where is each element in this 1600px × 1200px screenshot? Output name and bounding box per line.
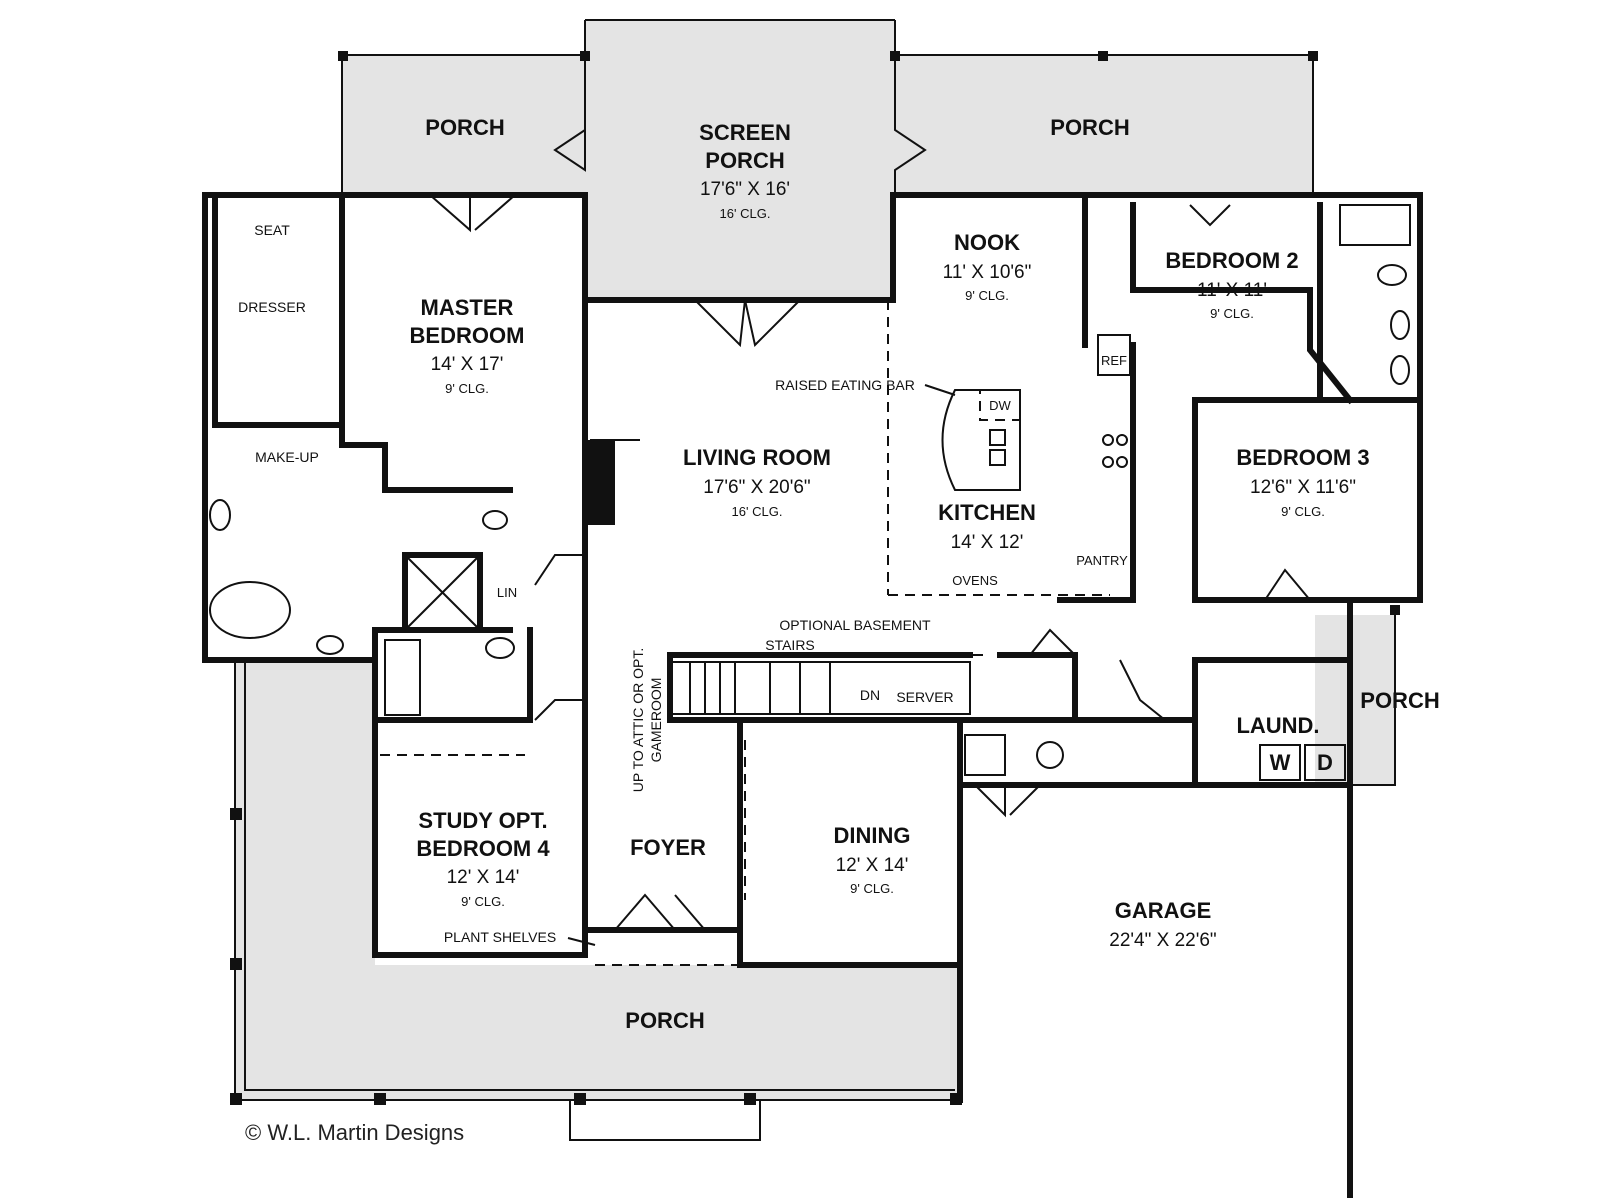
dining-label: DINING — [834, 823, 911, 848]
fixture-labels: SEAT DRESSER MAKE-UP LIN REF DW PANTRY O… — [238, 222, 1333, 775]
fixtures — [209, 204, 1411, 781]
walls — [202, 192, 1423, 1198]
porch-posts — [230, 51, 1400, 1105]
raised-eating-bar-note: RAISED EATING BAR — [775, 377, 915, 393]
porch-side-label: PORCH — [1360, 688, 1439, 713]
door-swings — [429, 194, 1311, 931]
porch-areas — [235, 20, 1395, 1100]
seat-label: SEAT — [254, 222, 290, 238]
annotation-notes: RAISED EATING BAR OPTIONAL BASEMENT STAI… — [444, 377, 956, 946]
study-size: 12' X 14' — [447, 867, 520, 888]
study-label-2: BEDROOM 4 — [416, 836, 550, 861]
make-up-label: MAKE-UP — [255, 449, 319, 465]
garage-size: 22'4" X 22'6" — [1109, 930, 1216, 951]
server-note: SERVER — [896, 689, 953, 705]
foyer-label: FOYER — [630, 835, 706, 860]
nook-ceiling: 9' CLG. — [965, 288, 1009, 303]
master-bedroom-label-2: BEDROOM — [410, 323, 525, 348]
screen-porch-label-2: PORCH — [705, 148, 784, 173]
kitchen-label: KITCHEN — [938, 500, 1036, 525]
bedroom-3-ceiling: 9' CLG. — [1281, 504, 1325, 519]
room-labels: PORCH PORCH SCREEN PORCH 17'6" X 16' 16'… — [410, 115, 1440, 1033]
bedroom-2-ceiling: 9' CLG. — [1210, 306, 1254, 321]
master-bedroom-label-1: MASTER — [421, 295, 514, 320]
designer-credit: © W.L. Martin Designs — [245, 1120, 464, 1145]
bedroom-3-size: 12'6" X 11'6" — [1250, 477, 1356, 498]
stairs — [669, 661, 971, 715]
bedroom-2-size: 11' X 11' — [1197, 280, 1267, 301]
dining-ceiling: 9' CLG. — [850, 881, 894, 896]
master-bedroom-size: 14' X 17' — [431, 354, 504, 375]
screen-porch-label-1: SCREEN — [699, 120, 791, 145]
porch-left-label: PORCH — [425, 115, 504, 140]
study-label-1: STUDY OPT. — [418, 808, 547, 833]
ref-label: REF — [1101, 353, 1127, 368]
pantry-label: PANTRY — [1076, 553, 1128, 568]
living-room-label: LIVING ROOM — [683, 445, 831, 470]
lin-label: LIN — [497, 585, 517, 600]
living-room-size: 17'6" X 20'6" — [703, 477, 810, 498]
dresser-label: DRESSER — [238, 299, 306, 315]
porch-right-label: PORCH — [1050, 115, 1129, 140]
bedroom-2-label: BEDROOM 2 — [1165, 248, 1298, 273]
dining-size: 12' X 14' — [836, 855, 909, 876]
laundry-label: LAUND. — [1236, 713, 1319, 738]
porch-front-label: PORCH — [625, 1008, 704, 1033]
optional-basement-note-1: OPTIONAL BASEMENT — [779, 617, 931, 633]
bedroom-3-label: BEDROOM 3 — [1236, 445, 1369, 470]
kitchen-size: 14' X 12' — [951, 532, 1024, 553]
screen-porch-size: 17'6" X 16' — [700, 179, 790, 200]
nook-size: 11' X 10'6" — [943, 262, 1032, 283]
master-bedroom-ceiling: 9' CLG. — [445, 381, 489, 396]
study-ceiling: 9' CLG. — [461, 894, 505, 909]
screen-porch-ceiling: 16' CLG. — [720, 206, 771, 221]
dryer-label: D — [1317, 750, 1333, 775]
dn-note: DN — [860, 687, 880, 703]
attic-note-2: GAMEROOM — [648, 678, 664, 763]
ovens-label: OVENS — [952, 573, 998, 588]
plant-shelves-note: PLANT SHELVES — [444, 929, 556, 945]
optional-basement-note-2: STAIRS — [765, 637, 815, 653]
dashed-lines — [380, 300, 1110, 966]
living-room-ceiling: 16' CLG. — [732, 504, 783, 519]
washer-label: W — [1270, 750, 1291, 775]
dw-label: DW — [989, 398, 1011, 413]
nook-label: NOOK — [954, 230, 1020, 255]
garage-label: GARAGE — [1115, 898, 1212, 923]
attic-note-1: UP TO ATTIC OR OPT. — [630, 648, 646, 792]
